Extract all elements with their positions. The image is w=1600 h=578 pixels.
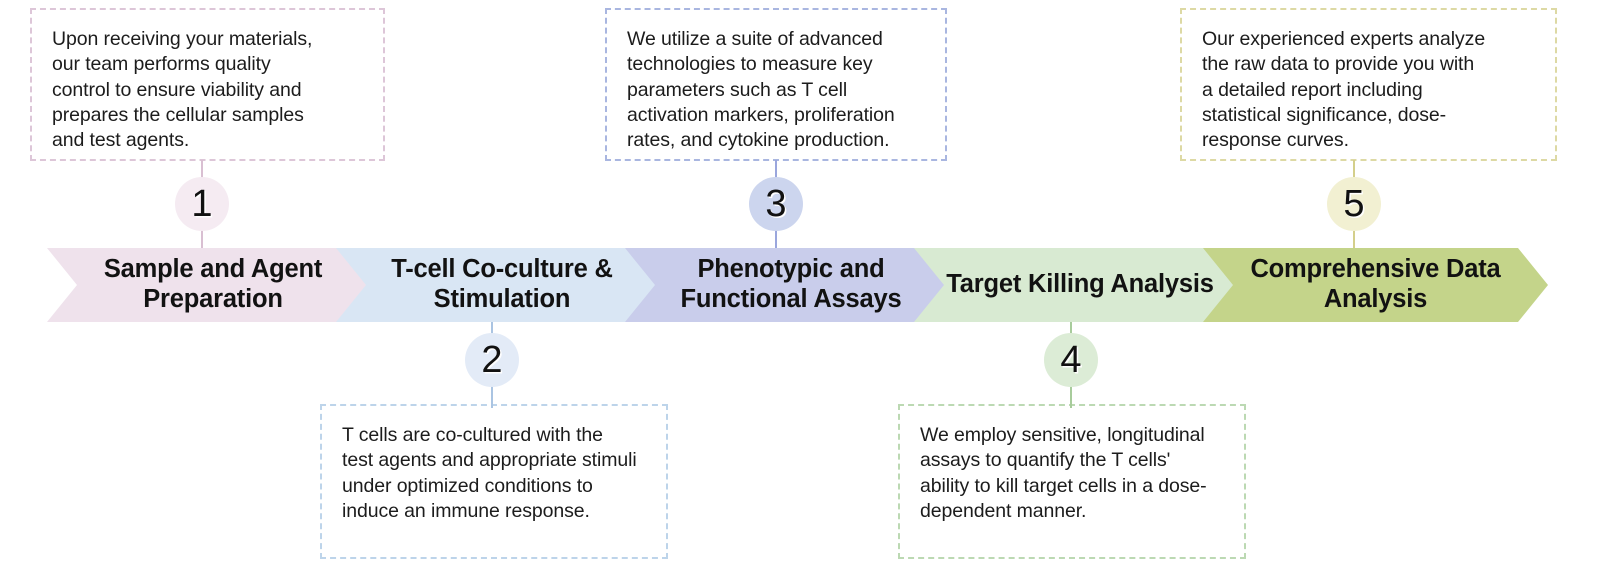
callout-text-step-1: Upon receiving your materials, our team …	[52, 28, 313, 152]
callout-step-4: We employ sensitive, longitudinal assays…	[898, 404, 1246, 559]
chevron-label-step-5: Comprehensive Data Analysis	[1250, 255, 1501, 313]
chevron-label-step-1: Sample and Agent Preparation	[103, 255, 323, 313]
step-number-2: 2	[481, 339, 503, 381]
step-number-3: 3	[765, 183, 787, 225]
step-number-badge-5[interactable]: 5	[1327, 177, 1381, 231]
step-number-badge-1[interactable]: 1	[175, 177, 229, 231]
chevron-step-3[interactable]: Phenotypic and Functional Assays	[625, 248, 957, 322]
step-number-badge-4[interactable]: 4	[1044, 333, 1098, 387]
callout-text-step-3: We utilize a suite of advanced technolog…	[627, 28, 895, 152]
step-number-1: 1	[191, 183, 213, 225]
chevron-label-step-4: Target Killing Analysis	[946, 270, 1214, 299]
process-chevron-ribbon: Sample and Agent Preparation T-cell Co-c…	[0, 248, 1600, 322]
callout-step-2: T cells are co-cultured with the test ag…	[320, 404, 668, 559]
step-number-5: 5	[1343, 183, 1365, 225]
chevron-step-4[interactable]: Target Killing Analysis	[914, 248, 1246, 322]
callout-step-1: Upon receiving your materials, our team …	[30, 8, 385, 161]
chevron-step-2[interactable]: T-cell Co-culture & Stimulation	[336, 248, 668, 322]
chevron-step-5[interactable]: Comprehensive Data Analysis	[1203, 248, 1548, 322]
callout-step-5: Our experienced experts analyze the raw …	[1180, 8, 1557, 161]
step-number-badge-3[interactable]: 3	[749, 177, 803, 231]
chevron-label-step-2: T-cell Co-culture & Stimulation	[391, 255, 613, 313]
step-number-4: 4	[1060, 339, 1082, 381]
callout-step-3: We utilize a suite of advanced technolog…	[605, 8, 947, 161]
callout-text-step-4: We employ sensitive, longitudinal assays…	[920, 424, 1207, 523]
step-number-badge-2[interactable]: 2	[465, 333, 519, 387]
callout-text-step-5: Our experienced experts analyze the raw …	[1202, 28, 1486, 152]
callout-text-step-2: T cells are co-cultured with the test ag…	[342, 424, 637, 523]
chevron-label-step-3: Phenotypic and Functional Assays	[680, 255, 902, 313]
chevron-step-1[interactable]: Sample and Agent Preparation	[47, 248, 379, 322]
